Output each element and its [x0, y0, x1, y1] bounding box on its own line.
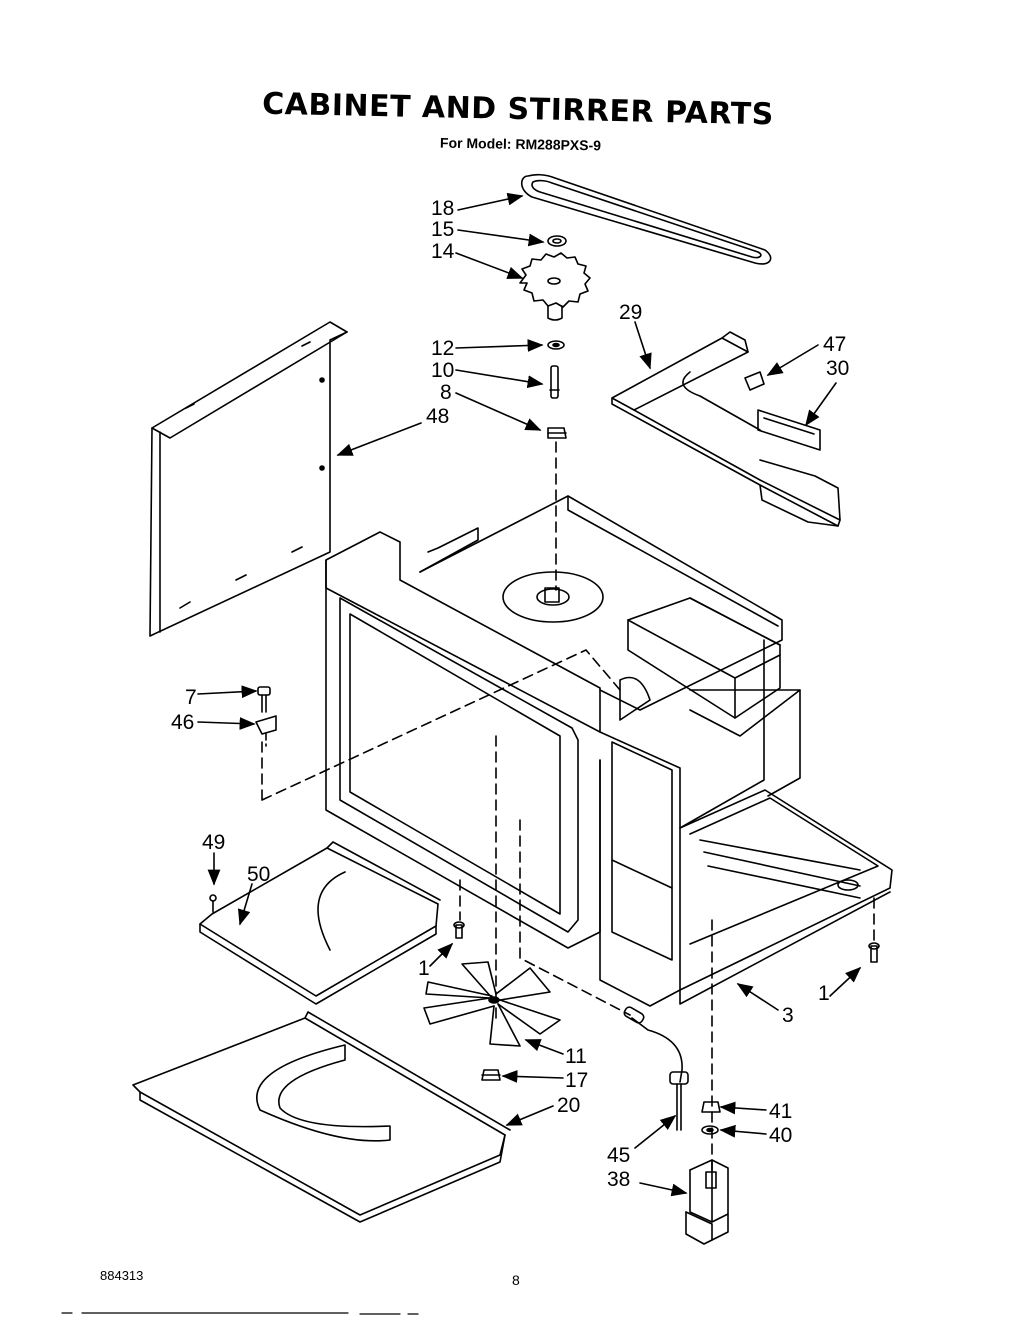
leader-lines — [197, 192, 862, 1197]
bottom-cover — [132, 1011, 511, 1223]
document-code: 884313 — [100, 1268, 144, 1283]
callout-48: 48 — [426, 405, 450, 428]
callout-17: 17 — [565, 1069, 589, 1092]
callout-20: 20 — [557, 1094, 581, 1117]
callout-11: 11 — [565, 1045, 587, 1068]
callout-18: 18 — [431, 197, 455, 220]
stirrer-fan — [423, 961, 561, 1047]
shaft-hardware — [547, 340, 567, 439]
bottom-shield — [199, 841, 441, 1005]
callout-1-left: 1 — [418, 957, 430, 980]
callout-15: 15 — [431, 218, 455, 241]
screw-left — [453, 921, 465, 939]
callout-49: 49 — [202, 831, 226, 854]
callout-50: 50 — [247, 863, 271, 886]
callout-29: 29 — [619, 301, 643, 324]
top-bracket — [611, 331, 841, 527]
callout-45: 45 — [607, 1144, 631, 1167]
callout-40: 40 — [769, 1124, 793, 1147]
callout-3: 3 — [782, 1004, 794, 1027]
washer-15 — [547, 235, 567, 247]
cabinet — [325, 495, 893, 1007]
stirrer-pulley — [519, 252, 591, 321]
callout-46: 46 — [171, 711, 195, 734]
callout-41: 41 — [769, 1100, 793, 1123]
callout-8: 8 — [440, 381, 452, 404]
page-number: 8 — [512, 1272, 520, 1288]
washer-40 — [701, 1125, 719, 1135]
callout-10: 10 — [431, 359, 455, 382]
callout-1-right: 1 — [818, 982, 830, 1005]
fan-nut — [481, 1069, 501, 1081]
latch-screw — [255, 686, 277, 747]
stirrer-motor — [685, 1159, 729, 1245]
callout-47: 47 — [823, 333, 847, 356]
footer-rule — [61, 1312, 419, 1315]
callout-14: 14 — [431, 240, 455, 263]
callout-7: 7 — [185, 686, 197, 709]
nut-41 — [701, 1101, 721, 1113]
stirrer-belt — [520, 173, 772, 265]
screw-right — [868, 942, 880, 963]
callout-30: 30 — [826, 357, 850, 380]
callout-38: 38 — [607, 1168, 631, 1191]
probe-wire — [623, 1006, 689, 1131]
side-panel — [149, 321, 348, 637]
callout-12: 12 — [431, 337, 455, 360]
